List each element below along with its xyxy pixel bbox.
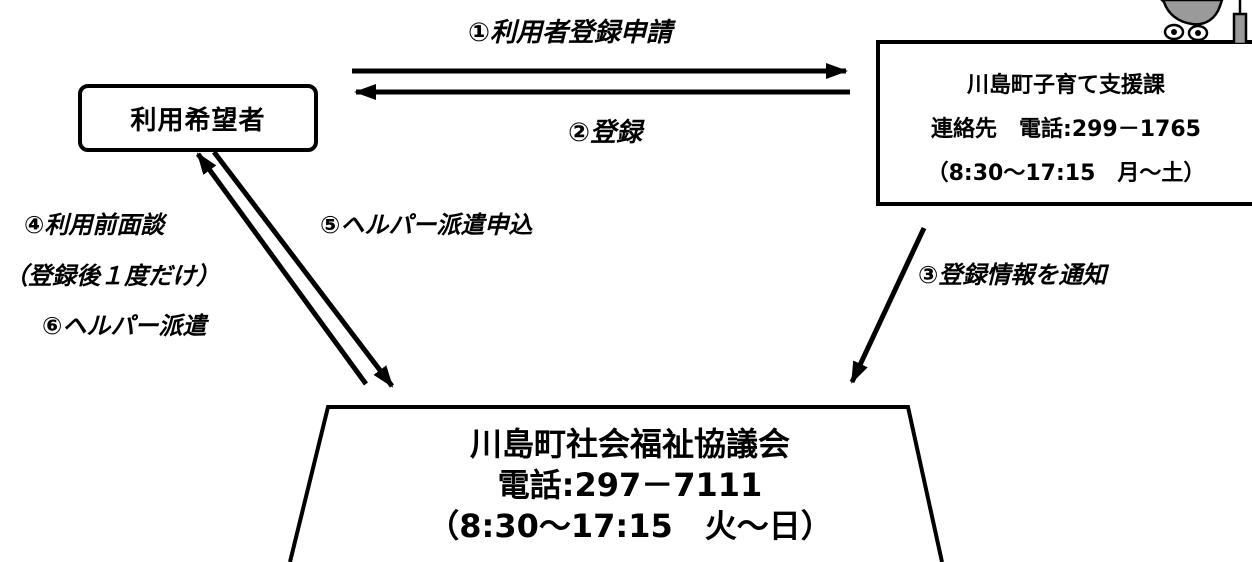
council-phone: 電話:297－7111 — [497, 466, 763, 504]
step-1-label: ①利用者登録申請 — [468, 18, 673, 48]
office-hours: （8:30～17:15 月～土） — [926, 161, 1206, 186]
applicant-label: 利用希望者 — [130, 105, 266, 136]
step-2-label: ②登録 — [568, 118, 643, 148]
step-5-label: ⑤ヘルパー派遣申込 — [320, 211, 533, 239]
arrow-office-to-council — [849, 226, 927, 384]
office-name: 川島町子育て支援課 — [966, 73, 1165, 98]
arrow-council-to-applicant — [195, 152, 369, 386]
step-4-note: （登録後１度だけ） — [4, 262, 220, 290]
step-4-label: ④利用前面談 — [24, 211, 165, 239]
council-name: 川島町社会福祉協議会 — [469, 425, 790, 463]
mascot-character-icon — [1160, 0, 1248, 44]
arrow-applicant-to-council — [212, 150, 394, 388]
council-hours: （8:30～17:15 火～日） — [427, 507, 833, 545]
step-3-label: ③登録情報を通知 — [918, 261, 1107, 289]
council-node: 川島町社会福祉協議会 電話:297－7111 （8:30～17:15 火～日） — [330, 424, 930, 547]
applicant-node: 利用希望者 — [78, 84, 318, 152]
office-node: 川島町子育て支援課 連絡先 電話:299－1765 （8:30～17:15 月～… — [876, 40, 1252, 206]
step-6-label: ⑥ヘルパー派遣 — [42, 312, 207, 340]
office-contact: 連絡先 電話:299－1765 — [931, 117, 1201, 142]
council-trapezoid — [288, 405, 944, 562]
